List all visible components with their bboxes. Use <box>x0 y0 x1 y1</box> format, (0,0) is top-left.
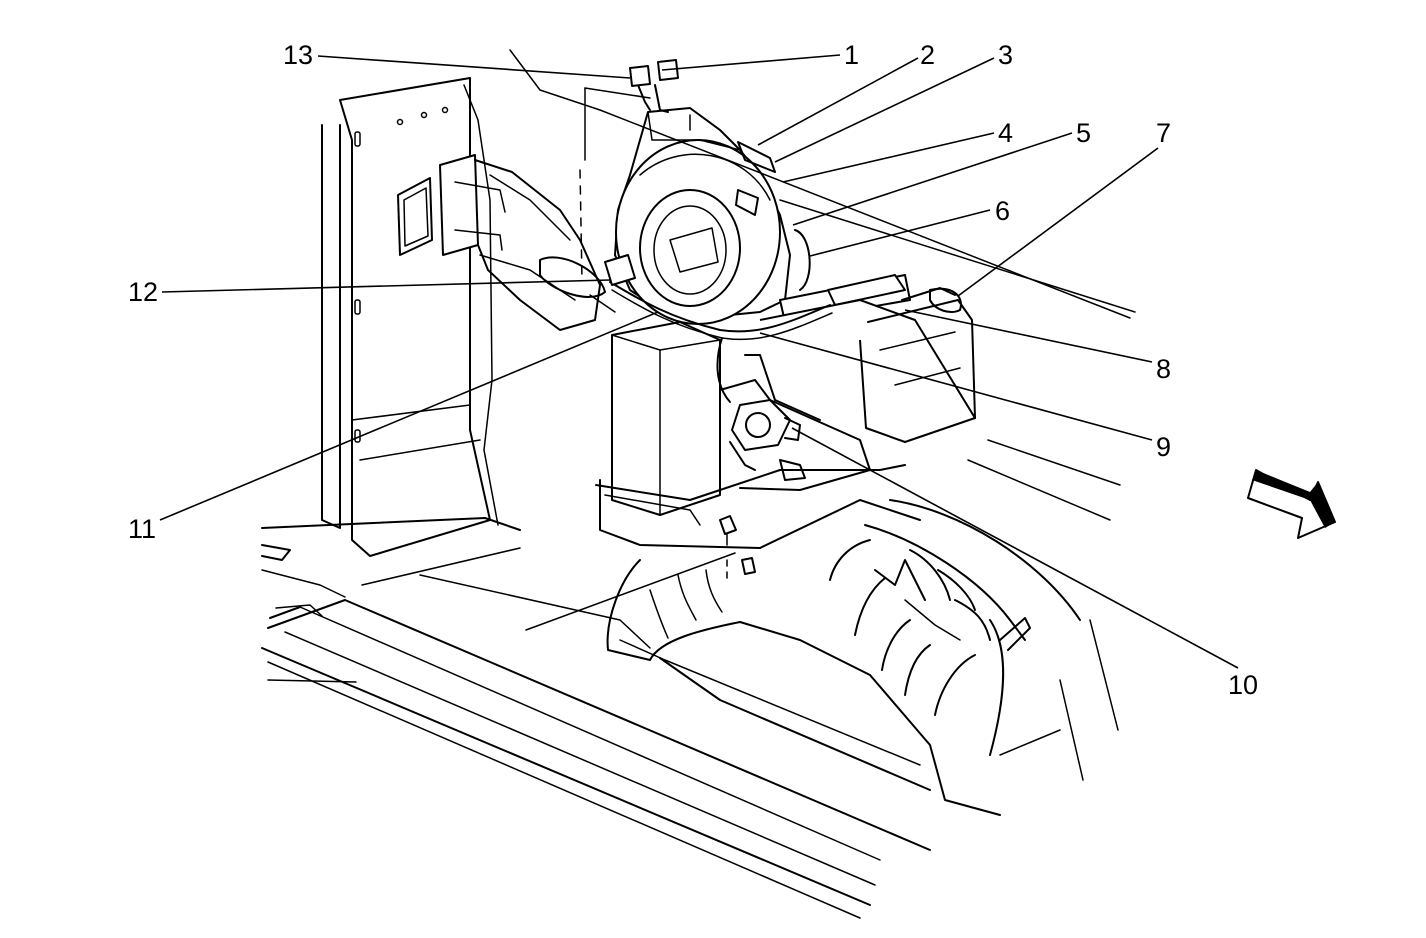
callout-8: 8 <box>1156 354 1171 384</box>
callout-4: 4 <box>998 118 1013 148</box>
floor-panel <box>261 439 1121 919</box>
hvac-module-case <box>595 274 976 549</box>
mounting-bracket <box>439 154 616 331</box>
callout-11: 11 <box>128 514 156 544</box>
leader-2 <box>757 57 919 146</box>
leader-lines <box>159 54 1239 669</box>
leader-3 <box>774 57 995 163</box>
callout-10: 10 <box>1228 670 1258 700</box>
wire-harness <box>604 59 833 403</box>
callout-2: 2 <box>920 40 935 70</box>
actuator <box>729 399 801 471</box>
leader-11 <box>159 311 659 521</box>
mount-bolt <box>719 515 756 581</box>
callout-7: 7 <box>1156 118 1171 148</box>
leader-6 <box>809 209 991 257</box>
callout-3: 3 <box>998 40 1013 70</box>
leader-12 <box>161 279 611 293</box>
leader-5 <box>792 132 1073 226</box>
roof-panel-lines <box>509 49 1136 319</box>
leader-13 <box>317 55 631 79</box>
leader-4 <box>782 132 995 183</box>
callout-12: 12 <box>128 277 158 307</box>
leader-9 <box>759 332 1153 441</box>
callout-6: 6 <box>995 196 1010 226</box>
callout-labels: 1 2 3 4 5 6 7 8 9 10 11 12 13 <box>128 40 1258 700</box>
callout-13: 13 <box>283 40 313 70</box>
callout-9: 9 <box>1156 432 1171 462</box>
forward-arrow-icon <box>1247 469 1336 539</box>
callout-5: 5 <box>1076 118 1091 148</box>
b-pillar <box>321 77 499 557</box>
callout-1: 1 <box>844 40 859 70</box>
rear-support-frame <box>606 499 1081 816</box>
leader-7 <box>957 147 1159 297</box>
leader-1 <box>661 54 841 71</box>
blower-motor <box>614 107 811 325</box>
leader-8 <box>904 309 1153 363</box>
leader-10 <box>791 427 1239 669</box>
